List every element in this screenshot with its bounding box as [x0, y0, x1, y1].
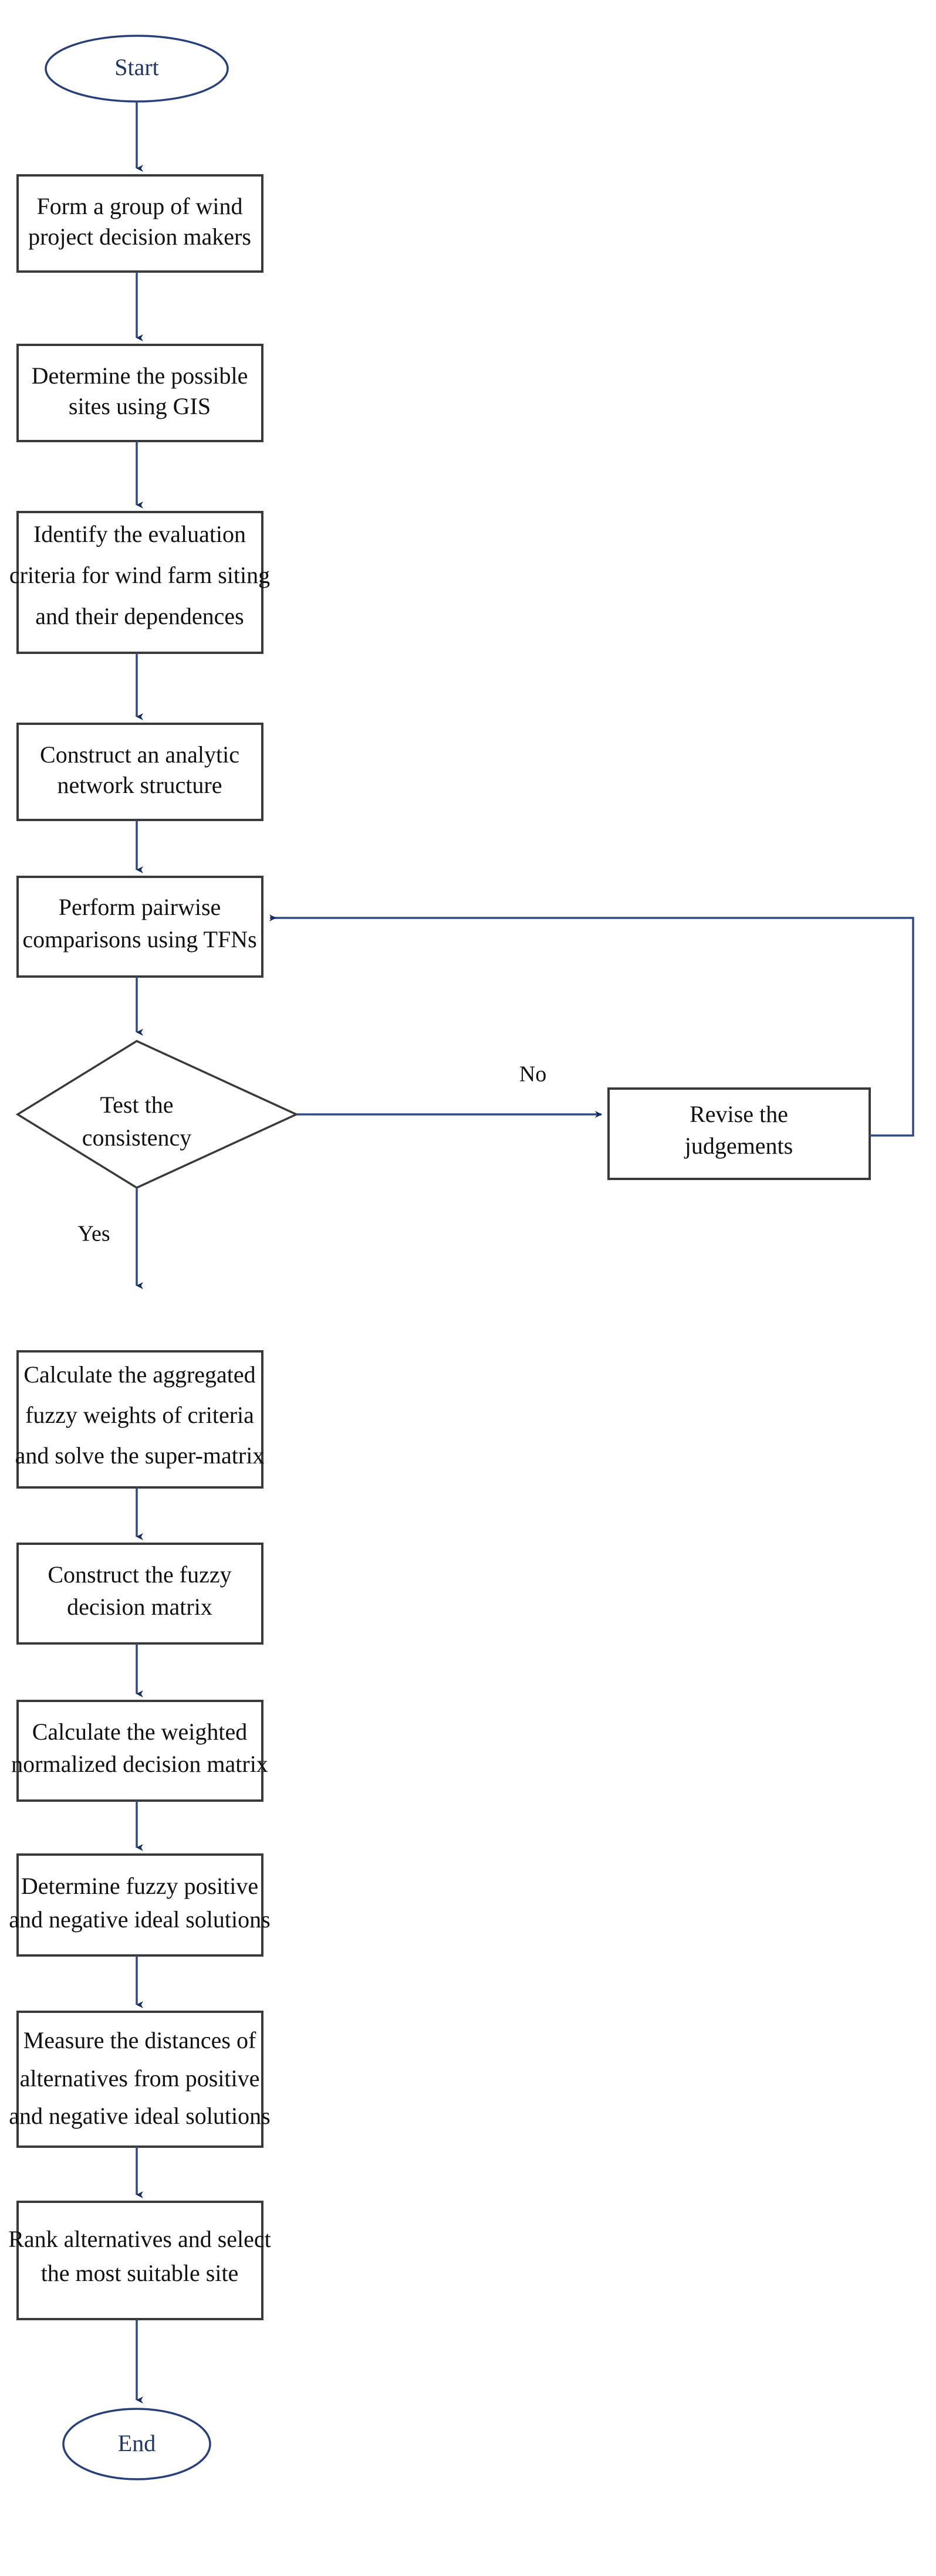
identify-criteria-box-shape: [16, 511, 263, 654]
rank-alternatives-box-shape: [16, 2201, 263, 2320]
weighted-normalized-line-1: Calculate the weighted: [32, 1719, 248, 1745]
aggregate-weights-line-3: and solve the super-matrix: [15, 1442, 265, 1469]
node-ideal-solutions[interactable]: Determine fuzzy positive and negative id…: [9, 1853, 271, 1957]
rank-alternatives-line-1: Rank alternatives and select: [8, 2226, 271, 2252]
pairwise-comparisons-box-shape: [16, 876, 263, 978]
end-ellipse-shape: [62, 2408, 211, 2480]
node-construct-network[interactable]: Construct an analytic network structure: [16, 723, 263, 821]
ideal-solutions-line-1: Determine fuzzy positive: [21, 1873, 258, 1899]
identify-criteria-line-1: Identify the evaluation: [33, 521, 246, 547]
aggregate-weights-line-1: Calculate the aggregated: [23, 1361, 255, 1388]
node-test-consistency[interactable]: Test the consistency: [15, 1040, 299, 1189]
fuzzy-decision-matrix-line-2: decision matrix: [67, 1594, 212, 1620]
weighted-normalized-line-2: normalized decision matrix: [11, 1751, 268, 1777]
node-weighted-normalized[interactable]: Calculate the weighted normalized decisi…: [11, 1700, 268, 1802]
node-pairwise-comparisons[interactable]: Perform pairwise comparisons using TFNs: [16, 876, 263, 978]
node-aggregate-weights[interactable]: Calculate the aggregated fuzzy weights o…: [15, 1350, 265, 1489]
pairwise-comparisons-line-1: Perform pairwise: [59, 894, 221, 920]
identify-criteria-line-3: and their dependences: [35, 603, 244, 629]
measure-distances-line-3: and negative ideal solutions: [9, 2103, 270, 2129]
start-label: Start: [114, 54, 159, 80]
node-revise-judgements[interactable]: Revise the judgements: [607, 1087, 871, 1180]
construct-network-line-2: network structure: [57, 772, 222, 798]
construct-network-line-1: Construct an analytic: [40, 741, 239, 768]
determine-sites-box-shape: [16, 344, 263, 442]
connector-revise-feedback-loop: [269, 914, 914, 1137]
aggregate-weights-line-2: fuzzy weights of criteria: [25, 1402, 254, 1428]
measure-distances-line-2: alternatives from positive: [20, 2065, 260, 2092]
weighted-normalized-box-shape: [16, 1700, 263, 1802]
node-form-group[interactable]: Form a group of wind project decision ma…: [16, 174, 263, 273]
node-start[interactable]: Start: [45, 35, 229, 103]
node-rank-alternatives[interactable]: Rank alternatives and select the most su…: [8, 2201, 271, 2320]
branch-label-no: No: [519, 1062, 546, 1087]
measure-distances-line-1: Measure the distances of: [23, 2027, 256, 2053]
ideal-solutions-box-shape: [16, 1853, 263, 1957]
ideal-solutions-line-2: and negative ideal solutions: [9, 1906, 270, 1933]
construct-network-box-shape: [16, 723, 263, 821]
node-measure-distances[interactable]: Measure the distances of alternatives fr…: [9, 2011, 271, 2148]
fuzzy-decision-matrix-box-shape: [16, 1543, 263, 1645]
node-end[interactable]: End: [62, 2408, 211, 2480]
test-consistency-line-1: Test the: [100, 1092, 174, 1118]
branch-label-yes: Yes: [77, 1222, 110, 1246]
test-consistency-line-2: consistency: [82, 1124, 192, 1151]
node-determine-sites[interactable]: Determine the possible sites using GIS: [16, 344, 263, 442]
pairwise-comparisons-line-2: comparisons using TFNs: [22, 926, 256, 953]
end-label: End: [118, 2430, 156, 2456]
form-group-box-shape: [16, 174, 263, 273]
revise-judgements-line-1: Revise the: [690, 1101, 788, 1127]
node-fuzzy-decision-matrix[interactable]: Construct the fuzzy decision matrix: [16, 1543, 263, 1645]
measure-distances-box-shape: [16, 2011, 263, 2148]
determine-sites-line-1: Determine the possible: [32, 362, 248, 389]
revise-judgements-line-2: judgements: [684, 1133, 793, 1159]
revise-judgements-box-shape: [607, 1087, 871, 1180]
aggregate-weights-box-shape: [16, 1350, 263, 1489]
form-group-line-1: Form a group of wind: [36, 193, 242, 219]
form-group-line-2: project decision makers: [28, 223, 251, 250]
node-identify-criteria[interactable]: Identify the evaluation criteria for win…: [9, 511, 270, 654]
rank-alternatives-line-2: the most suitable site: [41, 2260, 239, 2286]
identify-criteria-line-2: criteria for wind farm siting: [9, 562, 270, 588]
fuzzy-decision-matrix-line-1: Construct the fuzzy: [48, 1561, 231, 1588]
determine-sites-line-2: sites using GIS: [69, 393, 211, 419]
